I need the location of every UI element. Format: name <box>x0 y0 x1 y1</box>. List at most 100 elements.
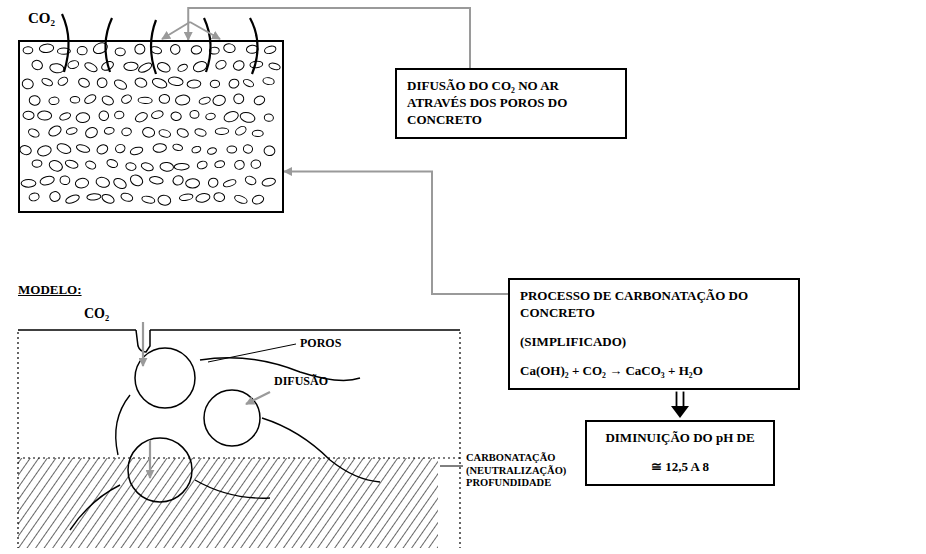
aggregate-stone <box>191 145 202 154</box>
box-text: Ca(OH)₂ + CO₂ → CaCO₃ + H₂O <box>520 363 788 380</box>
aggregate-stone <box>41 77 54 87</box>
co2-arrow <box>149 440 151 478</box>
pore-model <box>18 322 463 548</box>
aggregate-stone <box>83 93 97 105</box>
aggregate-stone <box>49 191 61 202</box>
co2-arrow <box>142 322 144 366</box>
co2-arc <box>250 18 258 74</box>
connector-arrow <box>671 392 689 418</box>
aggregate-stone <box>64 159 79 170</box>
aggregate-stone <box>177 63 189 73</box>
crack <box>116 395 130 455</box>
aggregate-stone <box>49 63 64 74</box>
aggregate-stone <box>168 76 184 86</box>
pore-label: POROS <box>300 336 370 350</box>
aggregate-stone <box>36 144 52 157</box>
aggregate-stone <box>66 127 78 136</box>
aggregate-stone <box>38 111 52 120</box>
aggregate-stone <box>70 96 80 103</box>
aggregate-stone <box>207 177 219 189</box>
aggregate-stone <box>39 43 54 53</box>
aggregate-stone <box>264 45 277 55</box>
aggregate-stone <box>244 175 257 186</box>
aggregate-stone <box>175 94 190 105</box>
aggregate-stone <box>232 59 245 72</box>
aggregate-texture <box>19 41 281 206</box>
aggregate-stone <box>135 44 146 54</box>
carbonated-zone <box>18 458 438 548</box>
box-heading: PROCESSO DE CARBONATAÇÃO DO CONCRETO <box>520 288 788 322</box>
aggregate-stone <box>213 192 225 203</box>
aggregate-stone <box>263 145 275 156</box>
aggregate-stone <box>156 61 171 74</box>
gas-label: CO₂ <box>84 306 124 323</box>
aggregate-stone <box>95 176 110 188</box>
aggregate-stone <box>198 96 211 105</box>
aggregate-stone <box>106 158 119 169</box>
model-edge <box>459 332 460 548</box>
aggregate-stone <box>115 143 126 153</box>
process-box: DIFUSÃO DO CO₂ NO AR ATRAVÉS DOS POROS D… <box>395 68 627 139</box>
aggregate-stone <box>151 77 168 90</box>
aggregate-stone <box>39 175 55 187</box>
aggregate-stone <box>104 127 115 135</box>
aggregate-stone <box>77 77 91 89</box>
aggregate-stone <box>21 180 36 188</box>
aggregate-stone <box>251 194 265 206</box>
aggregate-stone <box>97 77 108 88</box>
aggregate-stone <box>214 160 225 169</box>
leader-line <box>440 466 463 467</box>
aggregate-stone <box>176 127 190 139</box>
aggregate-stone <box>48 159 64 174</box>
aggregate-stone <box>252 130 263 136</box>
aggregate-stone <box>27 127 40 138</box>
aggregate-stone <box>134 77 148 89</box>
aggregate-stone <box>242 78 254 88</box>
aggregate-stone <box>187 80 201 89</box>
aggregate-stone <box>57 76 69 87</box>
aggregate-stone <box>101 193 116 205</box>
aggregate-stone <box>264 114 274 122</box>
aggregate-stone <box>191 45 202 54</box>
aggregate-stone <box>142 127 156 139</box>
aggregate-stone <box>120 192 134 203</box>
aggregate-stone <box>172 143 183 151</box>
aggregate-stone <box>158 128 171 138</box>
aggregate-stone <box>253 94 266 106</box>
aggregate-stone <box>101 94 115 106</box>
aggregate-stone <box>196 160 207 170</box>
result-box: DIMINUIÇÃO DO pH DE≅ 12,5 A 8 <box>585 420 775 486</box>
concrete-block: CO₂ <box>18 40 284 213</box>
diffusion-arrows <box>143 322 270 478</box>
aggregate-stone <box>151 110 164 120</box>
connector-line <box>188 8 470 68</box>
aggregate-stone <box>76 112 90 122</box>
section-heading: MODELO: <box>18 282 108 298</box>
double-line <box>676 392 678 406</box>
aggregate-stone <box>67 59 80 69</box>
aggregate-stone <box>23 46 33 54</box>
co2-arc <box>62 14 69 72</box>
aggregate-stone <box>47 124 63 138</box>
arrow-head <box>671 406 689 418</box>
aggregate-stone <box>49 97 60 105</box>
zone-label: CARBONATAÇÃO (NEUTRALIZAÇÃO) PROFUNDIDAD… <box>466 452 578 490</box>
aggregate-stone <box>223 178 237 188</box>
process-box: PROCESSO DE CARBONATAÇÃO DO CONCRETO(SIM… <box>508 278 800 390</box>
surface-line <box>150 329 460 331</box>
aggregate-stone <box>228 78 240 90</box>
aggregate-stone <box>140 161 154 172</box>
aggregate-stone <box>227 146 237 153</box>
aggregate-stone <box>134 111 149 124</box>
pore <box>204 390 260 446</box>
leader-line <box>208 344 296 362</box>
aggregate-stone <box>195 192 211 203</box>
aggregate-stone <box>59 175 70 185</box>
aggregate-stone <box>205 112 216 120</box>
aggregate-stone <box>210 80 220 88</box>
aggregate-stone <box>261 177 276 187</box>
aggregate-stone <box>153 143 167 153</box>
aggregate-stone <box>138 97 152 104</box>
gas-label: CO₂ <box>28 9 55 29</box>
aggregate-stone <box>149 176 164 185</box>
